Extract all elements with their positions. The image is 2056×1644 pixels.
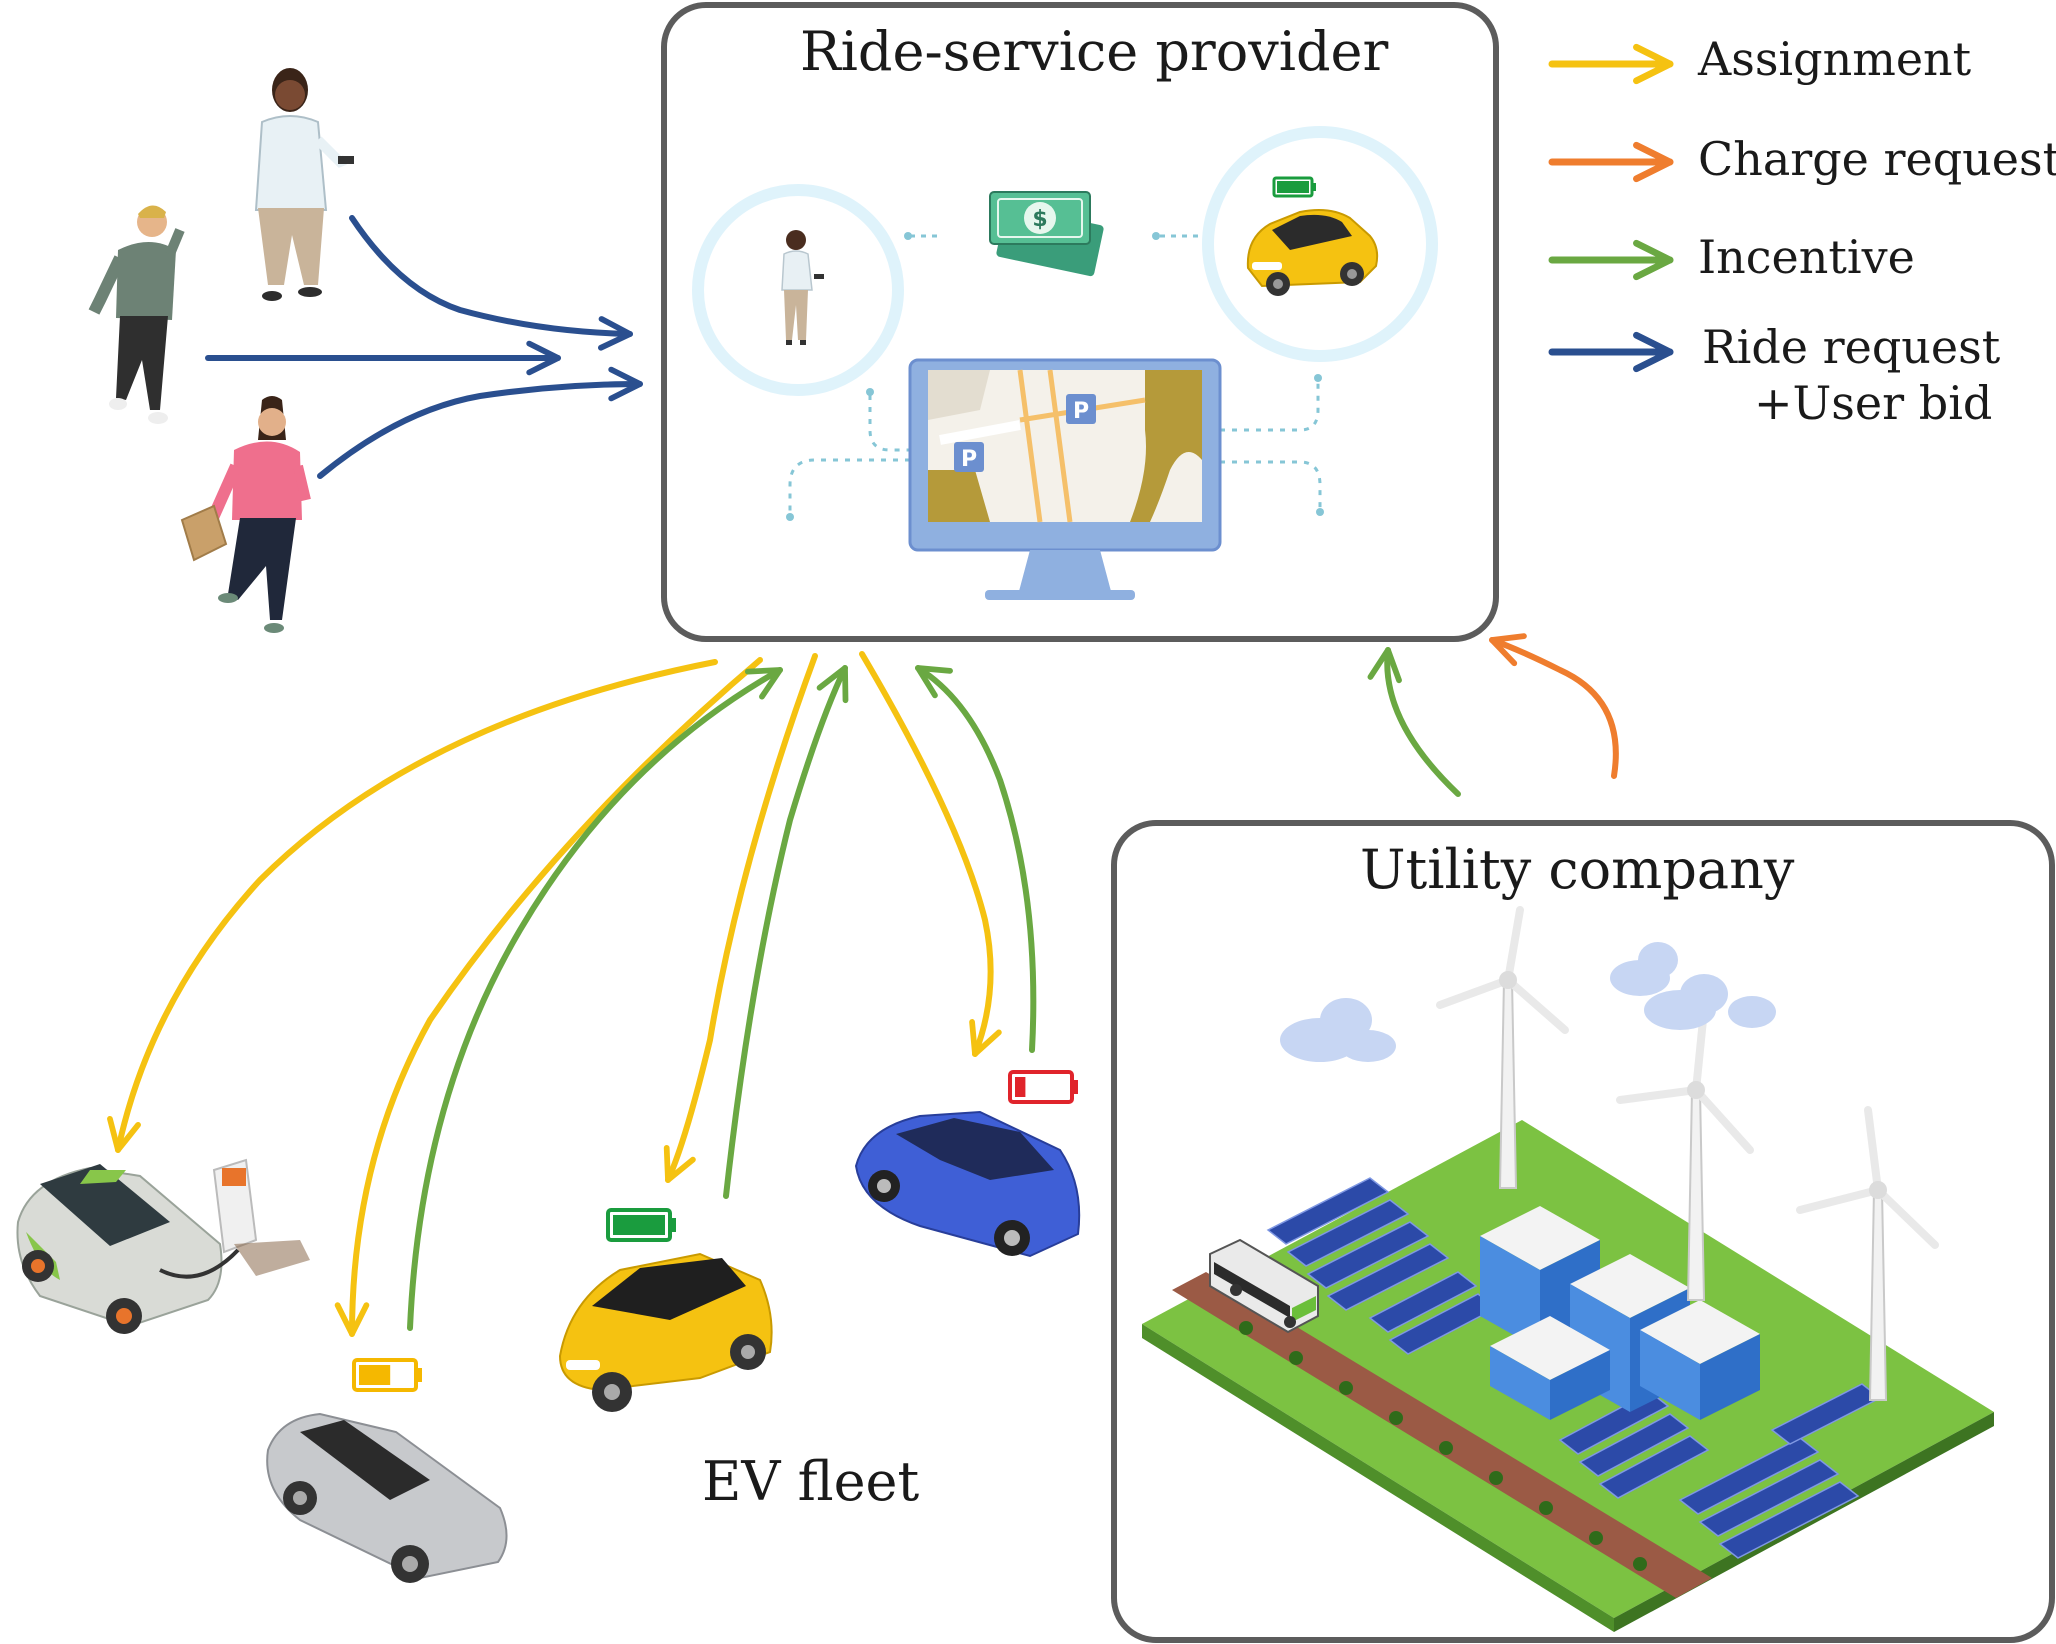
legend-charge-request-label: Charge request — [1698, 132, 2056, 186]
walking-woman-icon — [180, 396, 311, 633]
red-battery-fill — [1015, 1077, 1026, 1097]
incentive-arrows — [407, 647, 1461, 1331]
network-connectors — [788, 380, 1322, 515]
ride-request-arrows — [205, 215, 643, 479]
monitor-map-icon: P P — [908, 358, 1222, 600]
incentive-arrow-fleet-3 — [915, 665, 1037, 1053]
legend-incentive-label: Incentive — [1698, 230, 1915, 284]
utility-title: Utility company — [1360, 838, 1795, 901]
battery-icon — [1272, 176, 1316, 198]
provider-user-circle — [692, 184, 904, 396]
cloud-icon — [1280, 942, 1776, 1062]
woman-user-icon — [254, 68, 354, 301]
yellow-battery-fill — [359, 1365, 391, 1385]
svg-text:P: P — [961, 447, 977, 472]
legend-assignment-label: Assignment — [1698, 32, 1972, 86]
provider-box — [661, 2, 1499, 642]
screen-battery-fill — [1277, 181, 1309, 193]
money-icon: $ — [989, 191, 1104, 277]
bus-icon — [1209, 1238, 1319, 1334]
assignment-arrow-1 — [107, 659, 718, 1153]
ride-request-arrow-bottom — [317, 366, 643, 479]
legend-ride-request-label: Ride request — [1702, 320, 2001, 374]
green-battery-fill — [613, 1215, 665, 1235]
legend — [1548, 43, 1674, 373]
silver-car-icon — [266, 1412, 508, 1583]
taxi-icon — [1246, 209, 1379, 296]
charge-request-arrow — [1489, 633, 1619, 779]
battery-icon — [606, 1208, 676, 1242]
assignment-arrow-4 — [859, 651, 1002, 1057]
building-icon — [1480, 1206, 1760, 1420]
solar-panel-icon — [1266, 1177, 1882, 1559]
assignment-arrow-2 — [334, 657, 763, 1337]
tree-row — [1239, 1321, 1647, 1571]
woman-user-icon — [781, 230, 824, 345]
incentive-arrow-fleet-2 — [723, 665, 849, 1199]
svg-text:P: P — [1073, 399, 1089, 424]
battery-icon — [352, 1358, 422, 1392]
incentive-arrow-utility — [1367, 647, 1461, 797]
legend-user-bid-label: +User bid — [1754, 376, 1993, 430]
ev-charging-car-icon — [16, 1158, 310, 1334]
utility-plant — [1142, 906, 1994, 1632]
assignment-arrows — [107, 651, 1002, 1337]
provider-taxi-circle — [1202, 126, 1438, 362]
charge-request-arrows — [1489, 633, 1619, 779]
assignment-arrow-3 — [663, 653, 818, 1183]
provider-title: Ride-service provider — [800, 20, 1389, 83]
svg-text:$: $ — [1032, 207, 1047, 232]
ev-fleet-label: EV fleet — [702, 1450, 920, 1513]
incentive-arrow-fleet-1 — [407, 667, 783, 1331]
blue-suv-icon — [854, 1110, 1081, 1258]
wind-turbine-icon — [1436, 906, 1939, 1401]
running-man-icon — [88, 205, 185, 424]
battery-icon — [1008, 1070, 1078, 1104]
yellow-car-icon — [558, 1252, 773, 1412]
ride-request-arrow-top — [349, 215, 633, 351]
